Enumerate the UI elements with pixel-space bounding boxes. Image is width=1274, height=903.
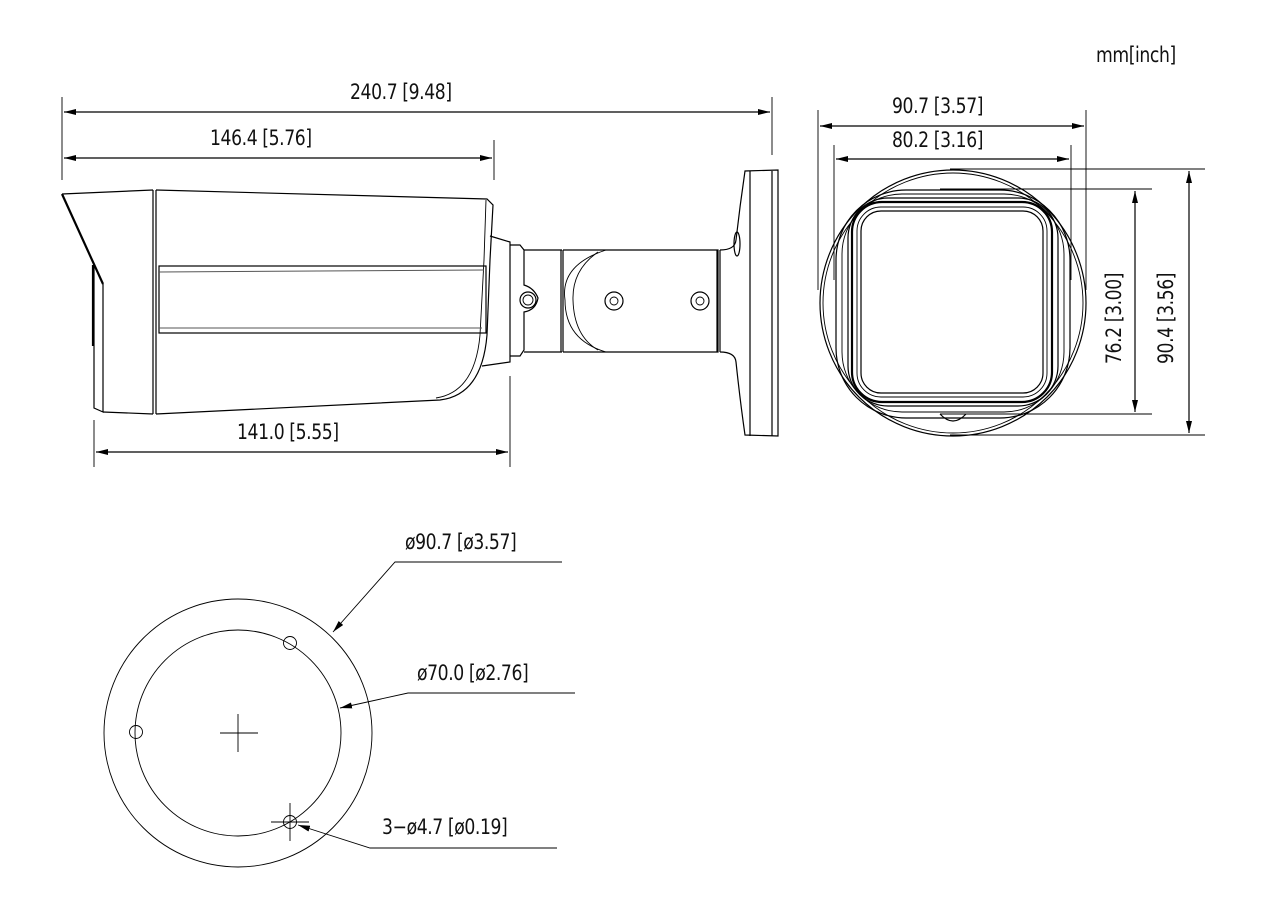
units-label: mm[inch]: [1096, 43, 1176, 67]
body-length-label: 141.0 [5.55]: [237, 420, 339, 444]
front-view: [817, 110, 1205, 437]
inner-width-label: 80.2 [3.16]: [892, 128, 984, 152]
overall-length-label: 240.7 [9.48]: [350, 80, 452, 104]
side-view: [60, 97, 779, 467]
outer-width-label: 90.7 [3.57]: [892, 94, 984, 118]
hole-circle-diameter-label: ø70.0 [ø2.76]: [417, 661, 529, 685]
mount-base-view: [103, 561, 575, 868]
mounting-holes-label: 3−ø4.7 [ø0.19]: [382, 815, 508, 839]
housing-length-label: 146.4 [5.76]: [210, 126, 312, 150]
base-outline: [103, 598, 373, 868]
inner-height-label: 76.2 [3.00]: [1102, 272, 1126, 364]
hole-circle: [134, 629, 342, 837]
base-diameter-label: ø90.7 [ø3.57]: [405, 530, 517, 554]
outer-height-label: 90.4 [3.56]: [1154, 272, 1178, 364]
